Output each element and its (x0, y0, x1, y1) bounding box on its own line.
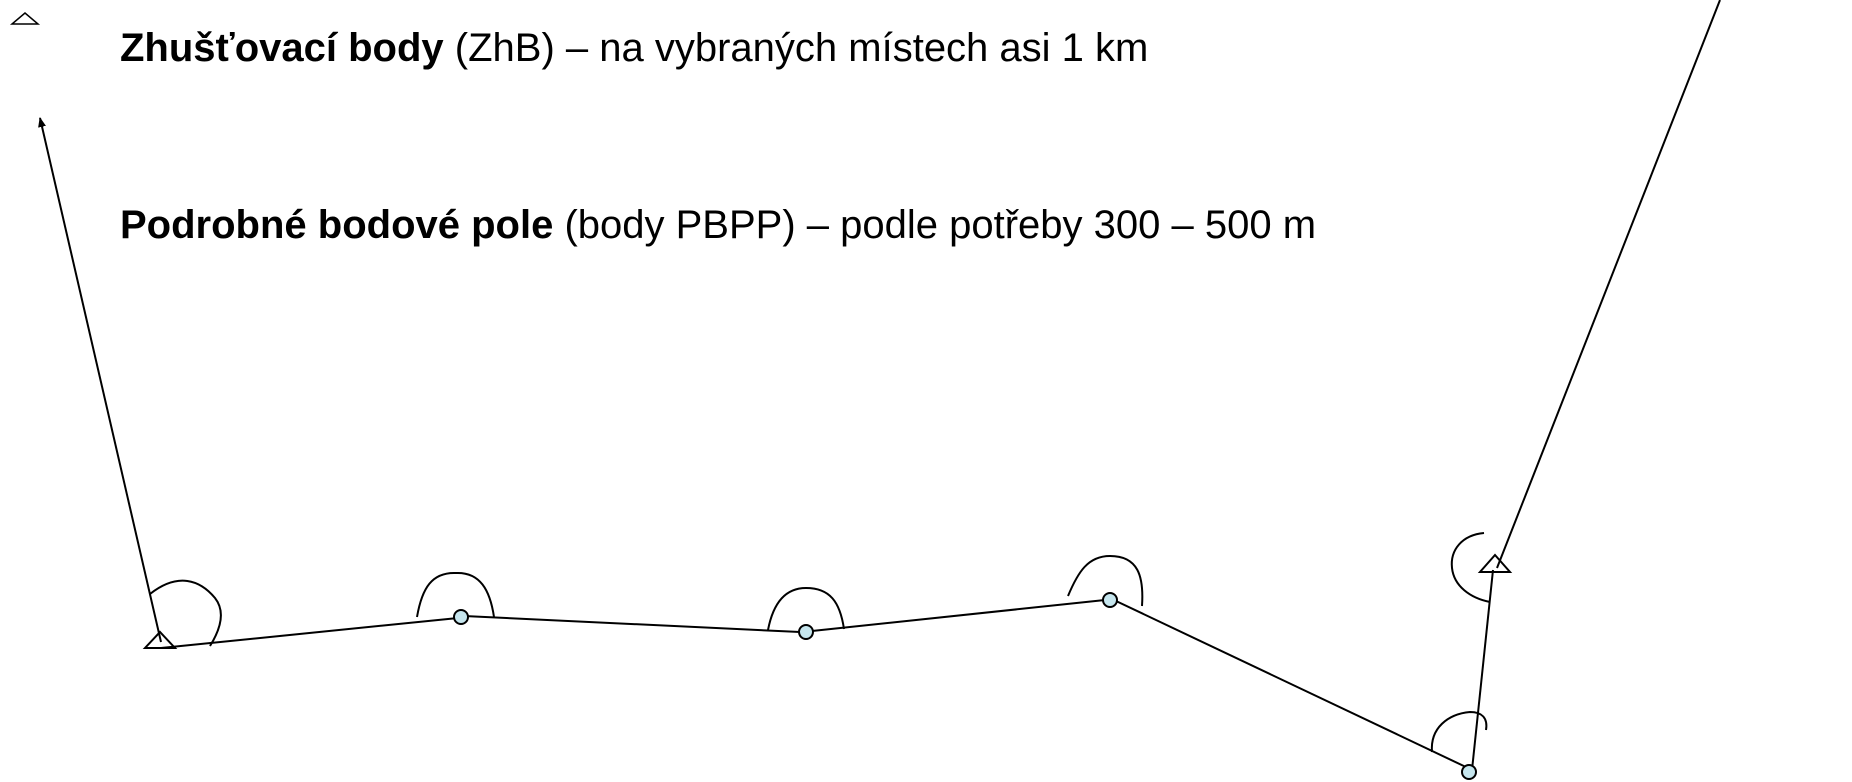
traverse-leg-3 (811, 599, 1106, 632)
traverse-point-3 (1102, 592, 1118, 608)
angle-arc-point-2 (767, 586, 845, 631)
traverse-leg-4 (1115, 600, 1469, 769)
detailed-point-field-term: Podrobné bodové pole (120, 203, 554, 247)
traverse-leg-1 (160, 617, 459, 649)
end-trig-point-triangle-icon (1477, 553, 1513, 573)
orientation-line-right (1496, 0, 1721, 569)
text-line-densification-points: Zhušťovací body (ZhB) – na vybraných mís… (120, 26, 1148, 71)
angle-arc-point-3 (1067, 554, 1144, 607)
traverse-point-1 (453, 609, 469, 625)
traverse-point-2 (798, 624, 814, 640)
densification-points-description: (ZhB) – na vybraných místech asi 1 km (443, 26, 1149, 70)
traverse-leg-5 (1471, 569, 1494, 771)
traverse-leg-2 (463, 615, 801, 633)
angle-arc-point-1 (416, 571, 495, 618)
traverse-point-4 (1461, 764, 1477, 780)
angle-arc-end (1450, 532, 1491, 603)
densification-points-term: Zhušťovací body (120, 26, 444, 70)
text-line-detailed-point-field: Podrobné bodové pole (body PBPP) – podle… (120, 203, 1316, 248)
corner-triangle-icon (9, 12, 41, 25)
orientation-line-left (38, 117, 162, 643)
detailed-point-field-description: (body PBPP) – podle potřeby 300 – 500 m (553, 203, 1317, 247)
angle-arc-point-4 (1430, 710, 1488, 753)
start-trig-point-triangle-icon (142, 630, 178, 649)
angle-arc-start (149, 579, 222, 647)
